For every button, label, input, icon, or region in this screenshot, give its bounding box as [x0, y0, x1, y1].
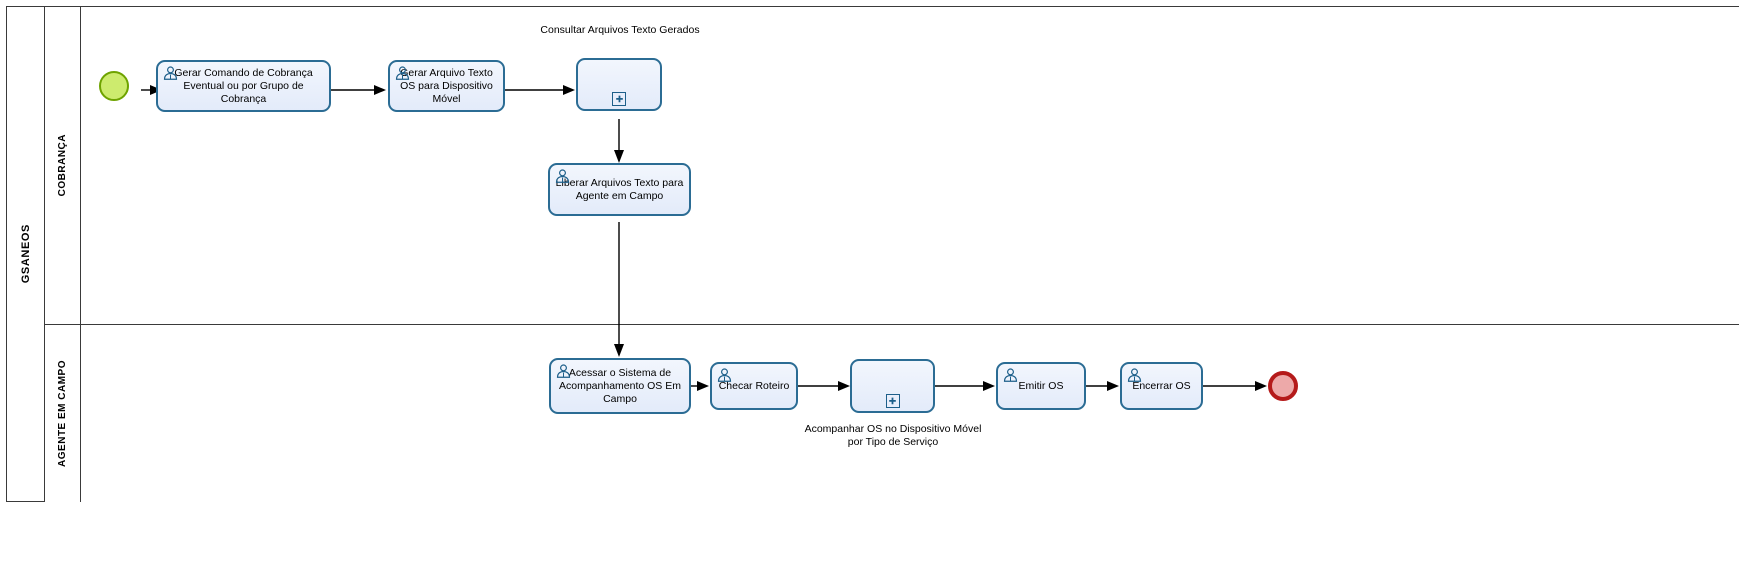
subprocess-label-consultar-arquivos: Consultar Arquivos Texto Gerados	[540, 24, 700, 36]
user-task-icon	[395, 66, 410, 80]
user-task-icon	[1127, 368, 1142, 382]
task-label: Gerar Comando de Cobrança Eventual ou po…	[174, 66, 313, 105]
pool-gsaneos: GSANEOS COBRANÇA AGENTE EM CAMPO	[6, 6, 1739, 502]
subprocess-acompanhar-os-dispositivo-movel[interactable]	[850, 359, 935, 413]
task-label: Checar Roteiro	[718, 379, 790, 392]
task-acessar-sistema-acompanhamento[interactable]: Acessar o Sistema de Acompanhamento OS E…	[549, 358, 691, 414]
task-label: Liberar Arquivos Texto para Agente em Ca…	[555, 176, 684, 202]
user-task-icon	[1003, 368, 1018, 382]
user-task-icon	[556, 364, 571, 378]
plus-marker-icon	[885, 394, 900, 408]
pool-header: GSANEOS	[7, 7, 45, 501]
task-emitir-os[interactable]: Emitir OS	[996, 362, 1086, 410]
task-liberar-arquivos-texto[interactable]: Liberar Arquivos Texto para Agente em Ca…	[548, 163, 691, 216]
lane-agente-em-campo: AGENTE EM CAMPO	[45, 325, 1739, 502]
task-label: Emitir OS	[1018, 379, 1064, 392]
task-checar-roteiro[interactable]: Checar Roteiro	[710, 362, 798, 410]
user-task-icon	[555, 169, 570, 183]
end-event[interactable]	[1268, 371, 1298, 401]
task-label: Gerar Arquivo Texto OS para Dispositivo …	[400, 66, 493, 105]
plus-marker-icon	[612, 92, 626, 106]
user-task-icon	[717, 368, 732, 382]
start-event[interactable]	[99, 71, 129, 101]
lane-cobranca: COBRANÇA	[45, 7, 1739, 325]
task-encerrar-os[interactable]: Encerrar OS	[1120, 362, 1203, 410]
user-task-icon	[163, 66, 178, 80]
task-gerar-comando-de-cobranca[interactable]: Gerar Comando de Cobrança Eventual ou po…	[156, 60, 331, 112]
task-label: Encerrar OS	[1132, 379, 1191, 392]
task-label: Acessar o Sistema de Acompanhamento OS E…	[559, 366, 681, 405]
lane-header-agente: AGENTE EM CAMPO	[45, 325, 81, 502]
lane-header-cobranca: COBRANÇA	[45, 7, 81, 324]
subprocess-consultar-arquivos-texto-gerados[interactable]	[576, 58, 662, 111]
subprocess-label-acompanhar-os: Acompanhar OS no Dispositivo Móvel por T…	[804, 423, 982, 448]
task-gerar-arquivo-texto-os[interactable]: Gerar Arquivo Texto OS para Dispositivo …	[388, 60, 505, 112]
